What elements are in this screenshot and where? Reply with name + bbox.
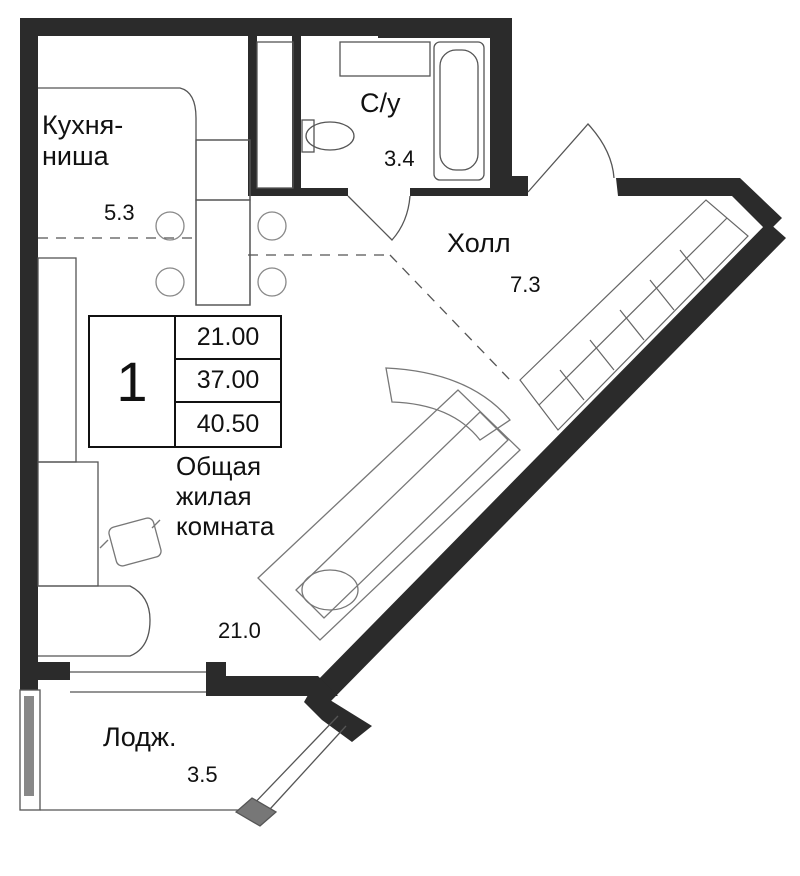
loggia-window xyxy=(24,696,34,796)
walls xyxy=(20,18,786,742)
hall-name-label: Холл xyxy=(447,228,511,258)
hall-area-label: 7.3 xyxy=(510,272,541,297)
room-count: 1 xyxy=(90,317,176,446)
bathroom-area-label: 3.4 xyxy=(384,146,415,171)
kitchen-name-line1: Кухня- xyxy=(42,110,124,140)
living-name-line3: комната xyxy=(176,510,275,541)
hall-wardrobe xyxy=(519,199,749,431)
total-area-value: 37.00 xyxy=(176,360,280,403)
dining-set xyxy=(155,211,287,297)
living-room-name-label: Общая жилая комната xyxy=(176,451,275,542)
wall-bath-bottom xyxy=(248,188,348,196)
wall-bath-left xyxy=(248,36,257,196)
kitchen-area-label: 5.3 xyxy=(104,200,135,225)
bathroom-name-label: С/у xyxy=(360,88,401,118)
interior-lines xyxy=(19,41,615,827)
wall-bath-bottom-right xyxy=(410,188,492,196)
sofa xyxy=(257,367,521,641)
wall-bottom-left xyxy=(20,662,70,680)
wall-loggia-pillar xyxy=(304,688,372,742)
wall-bath-right xyxy=(490,18,512,196)
full-area-value: 40.50 xyxy=(196,410,260,438)
living-room-area-label: 21.0 xyxy=(218,618,261,643)
wall-left xyxy=(20,18,38,690)
apartment-info-box: 1 21.00 37.00 40.50 xyxy=(88,315,282,448)
wall-bath-divider xyxy=(292,36,301,196)
wall-bottom-right xyxy=(206,676,338,696)
loggia-area-label: 3.5 xyxy=(187,762,218,787)
living-area-value: 21.00 xyxy=(176,317,280,360)
wall-top-bath xyxy=(378,18,510,38)
loggia-name-label: Лодж. xyxy=(103,722,177,752)
kitchen-name-label: Кухня- ниша xyxy=(42,110,123,172)
living-name-line2: жилая xyxy=(176,480,252,511)
wall-diagonal xyxy=(312,222,786,702)
kitchen-name-line2: ниша xyxy=(42,141,109,172)
living-name-line1: Общая xyxy=(176,451,262,481)
wall-top xyxy=(20,18,380,36)
wall-hall-top xyxy=(616,178,782,232)
desk-chair xyxy=(99,517,162,567)
wall-bath-corner xyxy=(490,176,528,196)
